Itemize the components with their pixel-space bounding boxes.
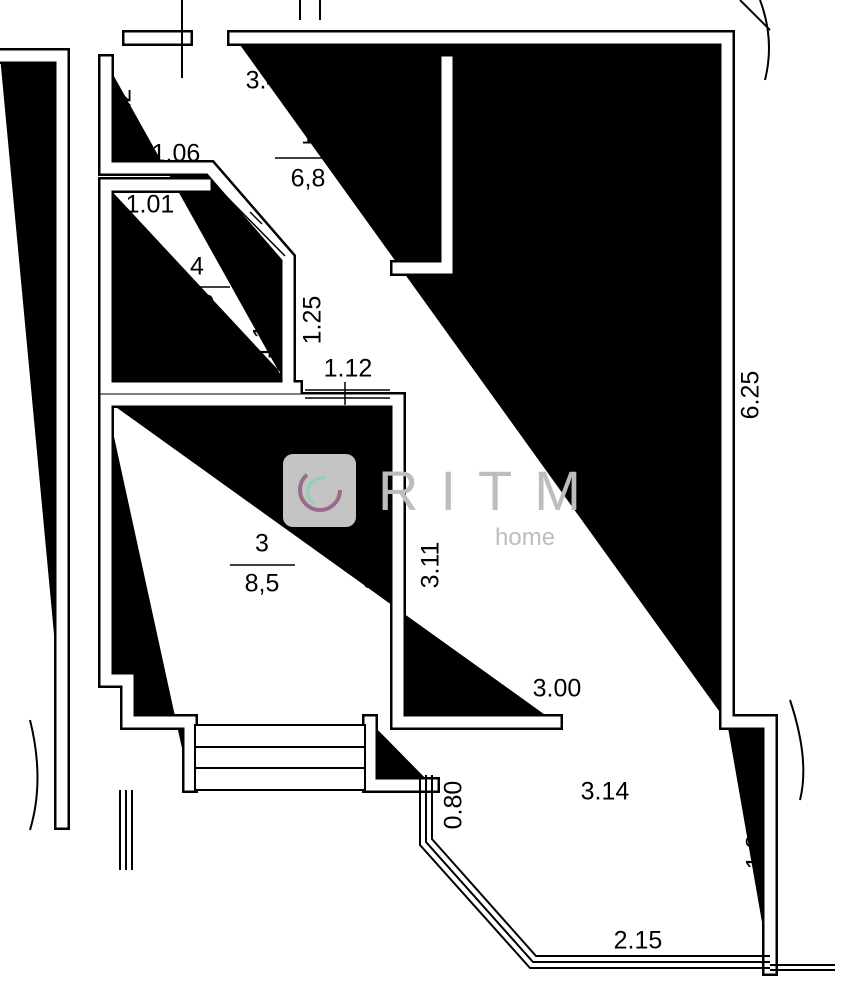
room-1-area: 6,8: [291, 165, 326, 193]
balcony-bay: [119, 775, 835, 971]
room-4-area: 3,0: [180, 291, 215, 319]
dimension-labels: 3.40 2.50 1.12 1.06 1.95 2.01 1.01 1.76 …: [109, 67, 770, 955]
room-2-area: 24,5: [541, 437, 590, 465]
dim-label: 3.11: [417, 542, 445, 589]
room-2-number: 2: [558, 395, 572, 423]
dim-label: 2.01: [462, 138, 490, 187]
dim-label: 0.80: [440, 781, 468, 830]
dim-label: 1.15: [249, 311, 277, 360]
dim-label: 1.12: [109, 89, 137, 138]
dim-label: 1.95: [409, 131, 437, 180]
dim-label: 2.92: [236, 413, 285, 441]
dim-label: 1.01: [126, 191, 175, 219]
doors: [217, 187, 390, 405]
dim-label: 1.84: [742, 821, 770, 870]
window-bottom: [194, 724, 366, 791]
dim-label: 1.06: [152, 140, 201, 168]
watermark-brand: RITM: [378, 459, 603, 522]
watermark: RITM home: [283, 454, 603, 551]
dim-label: 2.50: [553, 70, 602, 98]
room-4-number: 4: [190, 253, 204, 281]
room-3-number: 3: [255, 530, 269, 558]
room-3-area: 8,5: [245, 570, 280, 598]
dim-label: 1.25: [299, 296, 327, 345]
dim-label: 1.12: [324, 355, 373, 383]
watermark-badge: [283, 454, 356, 527]
walls: [0, 38, 770, 968]
watermark-sub: home: [495, 524, 555, 551]
dim-label: 2.15: [614, 927, 663, 955]
dim-label: 6.23: [685, 371, 713, 420]
dim-label: 6.25: [737, 371, 765, 420]
dim-label: 1.76: [109, 263, 137, 312]
room-labels: 1 6,8 2 24,5 3 8,5 4 3,0: [165, 122, 600, 598]
dim-label: 1.85: [176, 359, 225, 387]
dim-label: 3.05: [360, 541, 388, 590]
watermark-ring-icon: [298, 468, 342, 512]
top-stubs: [29, 0, 805, 831]
dim-label: 3.14: [581, 778, 630, 806]
room-1-number: 1: [301, 122, 315, 150]
dim-label: 3.00: [533, 675, 582, 703]
dim-label: 3.40: [246, 67, 295, 95]
